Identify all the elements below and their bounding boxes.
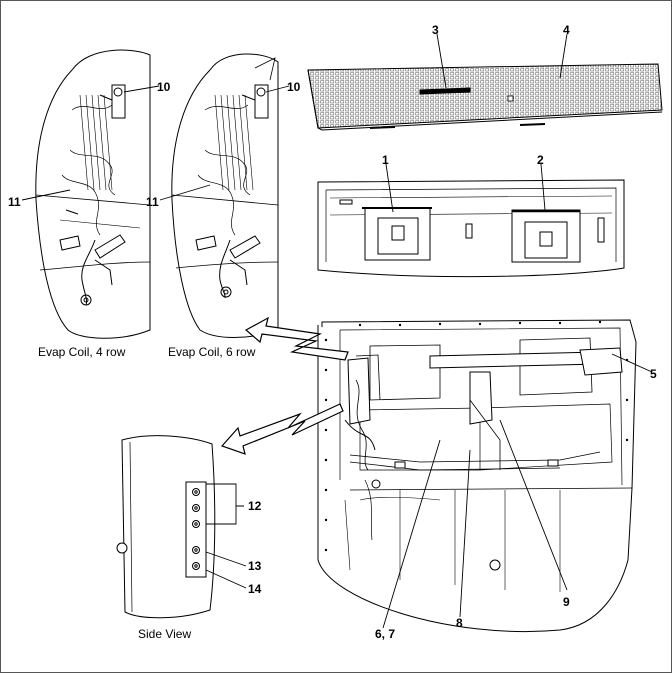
caption-evap-coil-6-row: Evap Coil, 6 row bbox=[168, 345, 256, 359]
callout-10-right: 10 bbox=[287, 80, 301, 94]
evap-coil-6-row-detail bbox=[171, 53, 279, 338]
side-view-detail bbox=[116, 435, 216, 619]
callout-2: 2 bbox=[537, 153, 544, 167]
callout-13: 13 bbox=[248, 559, 262, 573]
caption-evap-coil-4-row: Evap Coil, 4 row bbox=[38, 345, 126, 359]
callout-3: 3 bbox=[432, 23, 439, 37]
arrow-to-coil-details bbox=[244, 316, 349, 361]
callout-8: 8 bbox=[456, 616, 463, 630]
callout-14: 14 bbox=[248, 582, 262, 596]
evap-coil-4-row-detail bbox=[35, 49, 151, 339]
callout-10-left: 10 bbox=[157, 80, 171, 94]
callout-1: 1 bbox=[382, 153, 389, 167]
callout-12: 12 bbox=[248, 499, 262, 513]
evaporator-frame-panel bbox=[317, 179, 625, 278]
rivet-dots bbox=[324, 320, 629, 552]
callout-numbers: 3 4 1 2 10 10 11 11 5 12 13 14 6, 7 8 9 bbox=[8, 23, 657, 641]
callout-5: 5 bbox=[650, 367, 657, 381]
callout-11-left: 11 bbox=[8, 195, 21, 209]
callout-4: 4 bbox=[563, 23, 570, 37]
zigzag-arrows bbox=[220, 316, 349, 455]
callout-11-right: 11 bbox=[146, 195, 159, 209]
callout-9: 9 bbox=[563, 595, 570, 609]
captions: Evap Coil, 4 row Evap Coil, 6 row Side V… bbox=[38, 345, 256, 641]
main-evaporator-assembly bbox=[317, 319, 637, 633]
caption-side-view: Side View bbox=[138, 627, 191, 641]
leader-lines bbox=[21, 33, 653, 629]
return-air-grille bbox=[307, 63, 663, 131]
arrow-to-side-view bbox=[220, 403, 344, 455]
callout-6-7: 6, 7 bbox=[375, 627, 395, 641]
